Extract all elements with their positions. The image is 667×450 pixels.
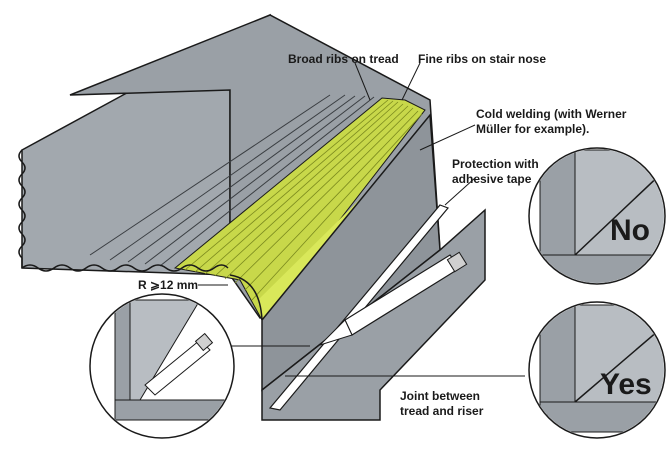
no-label: No bbox=[610, 214, 650, 247]
yes-callout-icon: Yes bbox=[528, 301, 666, 439]
protection-label-2: adhesive tape bbox=[452, 172, 532, 186]
joint-label-2: tread and riser bbox=[400, 404, 484, 418]
broad-ribs-label: Broad ribs on tread bbox=[288, 52, 399, 66]
no-callout-icon: No bbox=[528, 147, 666, 285]
joint-label-1: Joint between bbox=[400, 389, 480, 403]
fine-ribs bbox=[184, 99, 423, 301]
radius-curve bbox=[229, 274, 263, 321]
fine-ribs-label: Fine ribs on stair nose bbox=[418, 52, 546, 66]
platform-cut-edge bbox=[21, 264, 229, 272]
tube-icon bbox=[319, 251, 468, 346]
radius-label: R ⩾12 mm bbox=[138, 278, 198, 292]
broad-ribs bbox=[89, 94, 375, 267]
left-cut-edge bbox=[18, 149, 26, 268]
fine-ribs-band bbox=[173, 97, 426, 321]
cold-welding-label-2: Müller for example). bbox=[476, 122, 589, 136]
yes-label: Yes bbox=[600, 368, 652, 401]
cold-welding-label-1: Cold welding (with Werner bbox=[476, 107, 627, 121]
tube-detail-callout bbox=[89, 293, 235, 439]
protection-label-1: Protection with bbox=[452, 157, 539, 171]
